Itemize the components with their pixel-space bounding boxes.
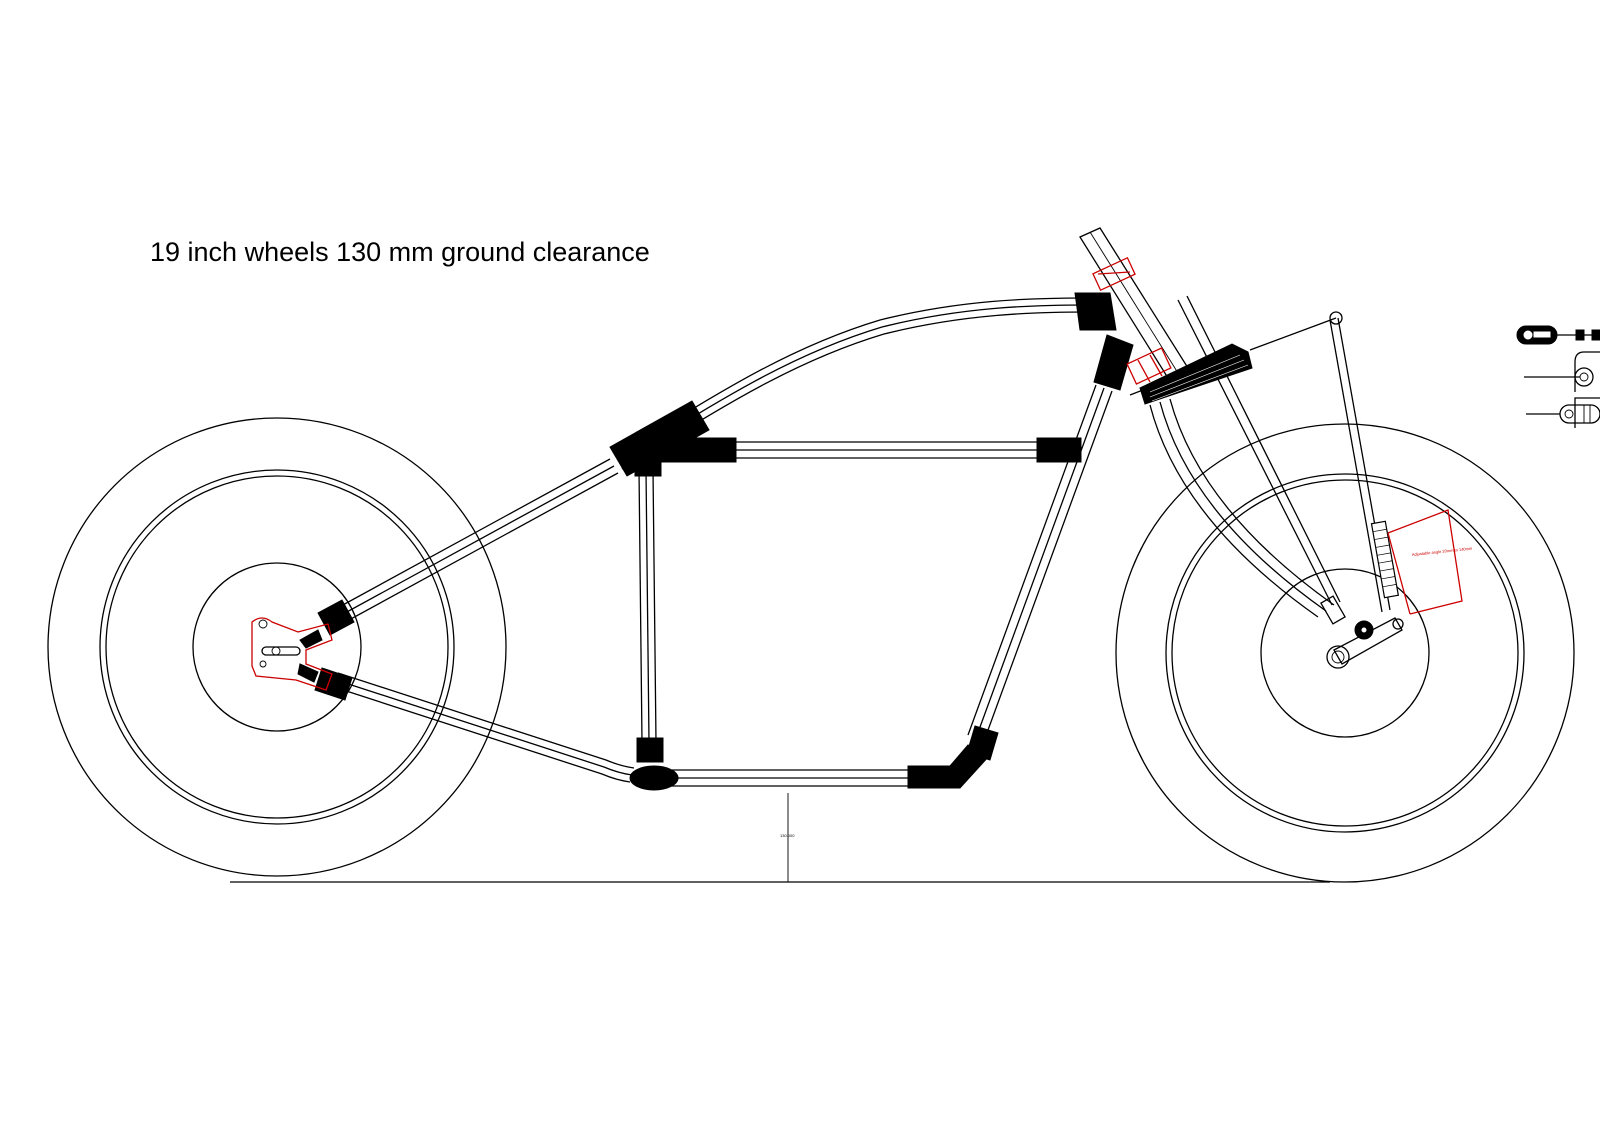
clearance-dimension-value: 130.000 [780, 833, 795, 838]
clearance-dimension: 130.000 [780, 793, 795, 882]
rear-dropout [251, 617, 333, 691]
detail-part-1 [1516, 325, 1600, 345]
rear-stay-lug-lower [314, 667, 353, 701]
front-fork [1129, 295, 1404, 669]
steering-head [1092, 256, 1172, 385]
rear-wheel [47, 417, 507, 877]
rear-tire-outer [47, 417, 507, 877]
head-lug-top [1074, 292, 1117, 331]
upper-cross-tube [735, 441, 1040, 459]
seat-tube [638, 469, 657, 743]
head-lug-down [1093, 334, 1134, 391]
down-tube-bottom-lug [966, 725, 999, 761]
seat-tube-bottom-lug [636, 737, 664, 763]
upper-cross-lug-right [1036, 437, 1082, 463]
rear-rim-inner [105, 475, 449, 819]
frame [314, 227, 1189, 791]
front-hub-disc [1260, 568, 1430, 738]
fork-shock-body [1370, 520, 1400, 599]
rear-rim-outer [99, 469, 455, 825]
chain-stay [333, 672, 635, 783]
front-wheel [1115, 423, 1575, 883]
front-rim-inner [1171, 479, 1519, 827]
front-engine-lug [907, 744, 991, 789]
bottom-bracket-lug [629, 765, 679, 791]
leaf-spring [1139, 343, 1253, 405]
fork-annotation-text: Adjustable angle 20mm to 140mm [1412, 546, 1474, 557]
detail-views [1516, 325, 1600, 428]
rear-stay-lug-upper [317, 599, 355, 636]
seat-tube-top-lug [634, 457, 662, 477]
drawing-caption: 19 inch wheels 130 mm ground clearance [150, 237, 650, 267]
detail-part-2 [1524, 351, 1600, 392]
fork-adjust-annotation: Adjustable angle 20mm to 140mm [1387, 509, 1474, 615]
detail-part-3 [1526, 397, 1600, 428]
bottom-tube [672, 769, 912, 787]
upper-cross-lug-left [647, 437, 737, 463]
front-rim-outer [1165, 473, 1525, 833]
rear-hub-disc [192, 562, 362, 732]
front-tire-outer [1115, 423, 1575, 883]
seat-stay [329, 458, 619, 627]
